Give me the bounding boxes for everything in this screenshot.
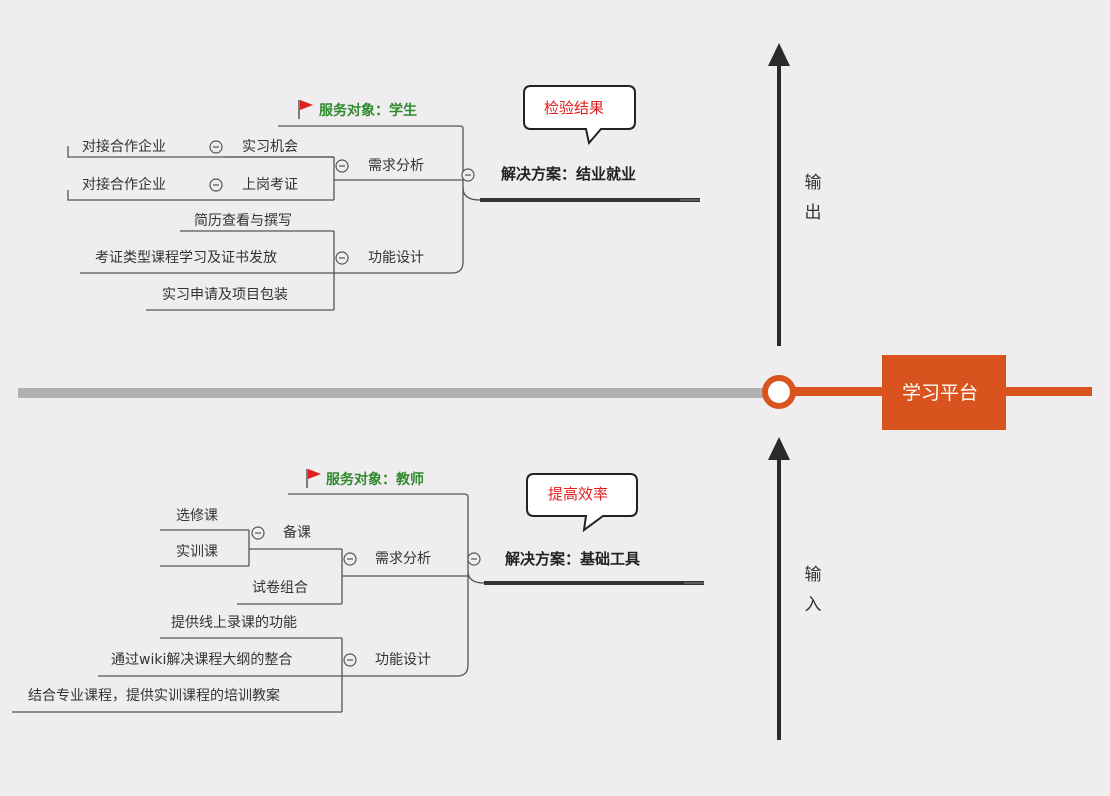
flag-icon xyxy=(306,469,321,488)
arrow-up-icon xyxy=(768,43,790,66)
timeline-gray xyxy=(18,388,770,398)
teacher-need-prep-child[interactable]: 选修课 xyxy=(176,508,218,524)
teacher-function-item[interactable]: 通过wiki解决课程大纲的整合 xyxy=(111,652,293,668)
student-need-internship-child[interactable]: 对接合作企业 xyxy=(82,139,166,155)
student-need-certification[interactable]: 上岗考证 xyxy=(242,177,298,193)
teacher-function-item[interactable]: 结合专业课程，提供实训课程的培训教案 xyxy=(28,688,280,704)
input-label: 输入 xyxy=(804,565,822,615)
output-label: 输出 xyxy=(804,173,822,223)
teacher-need-exam[interactable]: 试卷组合 xyxy=(252,580,308,596)
student-function-item[interactable]: 简历查看与撰写 xyxy=(194,213,292,229)
student-function-item[interactable]: 考证类型课程学习及证书发放 xyxy=(95,250,277,266)
flag-icon xyxy=(298,100,313,119)
student-branch-lines xyxy=(67,125,700,311)
student-need-certification-child[interactable]: 对接合作企业 xyxy=(82,177,166,193)
student-functions-label[interactable]: 功能设计 xyxy=(368,250,424,266)
teacher-callout-bubble xyxy=(526,473,638,533)
teacher-target[interactable]: 服务对象：教师 xyxy=(326,472,424,488)
student-callout-bubble xyxy=(523,85,636,146)
platform-box[interactable] xyxy=(882,355,1006,430)
student-needs-label[interactable]: 需求分析 xyxy=(368,158,424,174)
student-solution-title[interactable]: 解决方案：结业就业 xyxy=(501,165,637,183)
student-function-item[interactable]: 实习申请及项目包装 xyxy=(162,287,288,303)
teacher-need-prep-child[interactable]: 实训课 xyxy=(176,544,218,560)
teacher-solution-title[interactable]: 解决方案：基础工具 xyxy=(505,550,641,568)
teacher-branch-lines xyxy=(12,493,704,713)
teacher-function-item[interactable]: 提供线上录课的功能 xyxy=(171,615,297,631)
student-need-internship[interactable]: 实习机会 xyxy=(242,139,298,155)
student-target[interactable]: 服务对象：学生 xyxy=(319,103,417,119)
teacher-functions-label[interactable]: 功能设计 xyxy=(375,652,431,668)
timeline-node[interactable] xyxy=(762,375,796,409)
teacher-callout-text: 提高效率 xyxy=(548,485,609,503)
teacher-needs-label[interactable]: 需求分析 xyxy=(375,551,431,567)
collapse-toggles xyxy=(209,140,481,667)
platform-label: 学习平台 xyxy=(902,382,979,404)
teacher-need-prep[interactable]: 备课 xyxy=(283,525,311,541)
student-callout-text: 检验结果 xyxy=(544,99,605,117)
arrow-up-icon xyxy=(768,437,790,460)
